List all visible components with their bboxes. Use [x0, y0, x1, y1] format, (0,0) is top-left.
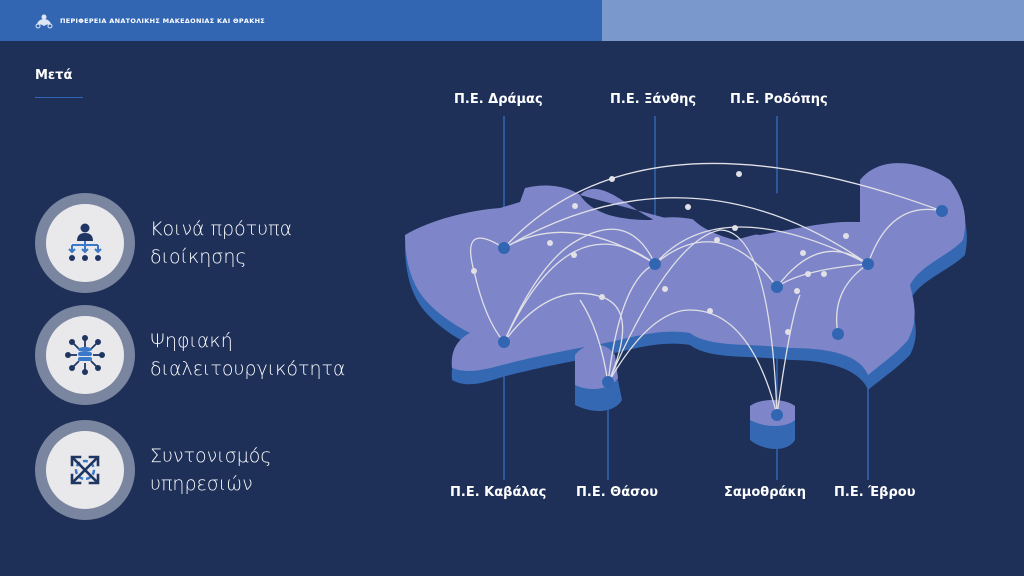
- feature-item-coordination: Συντονισμός υπηρεσιών: [35, 420, 272, 520]
- expand-arrows-icon: [70, 455, 100, 485]
- map-label-rodopi: Π.Ε. Ροδόπης: [730, 92, 828, 107]
- organization-name: ΠΕΡΙΦΕΡΕΙΑ ΑΝΑΤΟΛΙΚΗΣ ΜΑΚΕΔΟΝΙΑΣ ΚΑΙ ΘΡΑ…: [60, 16, 266, 25]
- map-graphic: [405, 116, 967, 480]
- feature-label: Κοινά πρότυπα διοίκησης: [150, 218, 293, 268]
- region-network-map: Π.Ε. Δράμας Π.Ε. Ξάνθης Π.Ε. Ροδόπης Π.Ε…: [390, 80, 1024, 520]
- header-right-band: [602, 0, 1024, 41]
- map-label-kavala: Π.Ε. Καβάλας: [450, 485, 547, 500]
- header-bar: ΠΕΡΙΦΕΡΕΙΑ ΑΝΑΤΟΛΙΚΗΣ ΜΑΚΕΔΟΝΙΑΣ ΚΑΙ ΘΡΑ…: [0, 0, 1024, 41]
- feature-icon-ring: [35, 305, 135, 405]
- section-divider: [35, 97, 83, 98]
- map-label-evros: Π.Ε. Έβρου: [834, 485, 916, 500]
- header-left-band: ΠΕΡΙΦΕΡΕΙΑ ΑΝΑΤΟΛΙΚΗΣ ΜΑΚΕΔΟΝΙΑΣ ΚΑΙ ΘΡΑ…: [0, 0, 602, 41]
- map-label-drama: Π.Ε. Δράμας: [454, 92, 543, 107]
- map-label-thasos: Π.Ε. Θάσου: [576, 485, 658, 500]
- feature-icon-ring: [35, 420, 135, 520]
- map-label-samothraki: Σαμοθράκη: [724, 485, 806, 500]
- feature-label: Συντονισμός υπηρεσιών: [150, 445, 272, 495]
- feature-item-interoperability: Ψηφιακή διαλειτουργικότητα: [35, 305, 345, 405]
- database-network-icon: [65, 335, 105, 375]
- feature-icon-ring: [35, 193, 135, 293]
- feature-item-governance: Κοινά πρότυπα διοίκησης: [35, 193, 292, 293]
- section-title: Μετά: [35, 68, 73, 83]
- feature-label: Ψηφιακή διαλειτουργικότητα: [150, 330, 346, 380]
- regional-emblem-icon: [35, 14, 53, 28]
- map-label-xanthi: Π.Ε. Ξάνθης: [610, 92, 697, 107]
- org-hierarchy-icon: [68, 223, 102, 261]
